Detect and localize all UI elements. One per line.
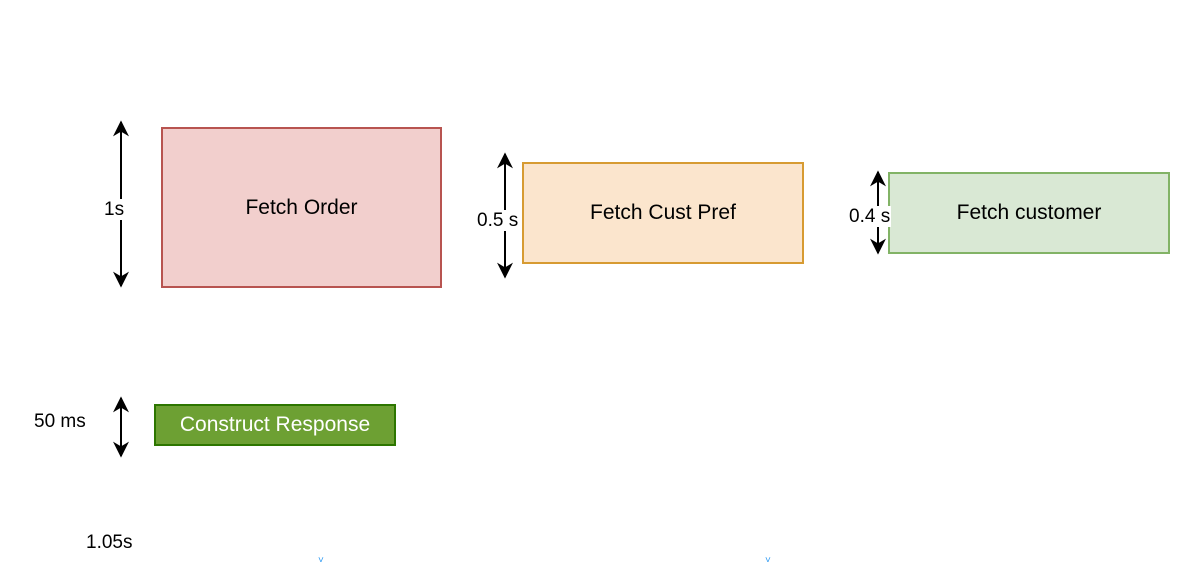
fetch-order-label: Fetch Order (245, 195, 358, 219)
fetch-order-box[interactable]: Fetch Order (161, 127, 442, 288)
fetch-customer-duration-label: 0.4 s (848, 206, 892, 227)
construct-response-label: Construct Response (179, 413, 371, 436)
fetch-cust-pref-duration-label: 0.5 s (476, 210, 520, 231)
construct-response-box[interactable]: Construct Response (154, 404, 396, 446)
resize-handle-icon[interactable]: ˅ (765, 555, 771, 566)
fetch-cust-pref-label: Fetch Cust Pref (590, 201, 736, 224)
fetch-customer-box[interactable]: Fetch customer (888, 172, 1170, 254)
fetch-cust-pref-box[interactable]: Fetch Cust Pref (522, 162, 804, 264)
total-duration-label: 1.05s (86, 532, 133, 553)
construct-response-duration-label: 50 ms (34, 411, 86, 432)
fetch-customer-label: Fetch customer (956, 201, 1102, 224)
resize-handle-icon[interactable]: ˅ (318, 555, 324, 566)
fetch-order-duration-label: 1s (103, 199, 126, 220)
